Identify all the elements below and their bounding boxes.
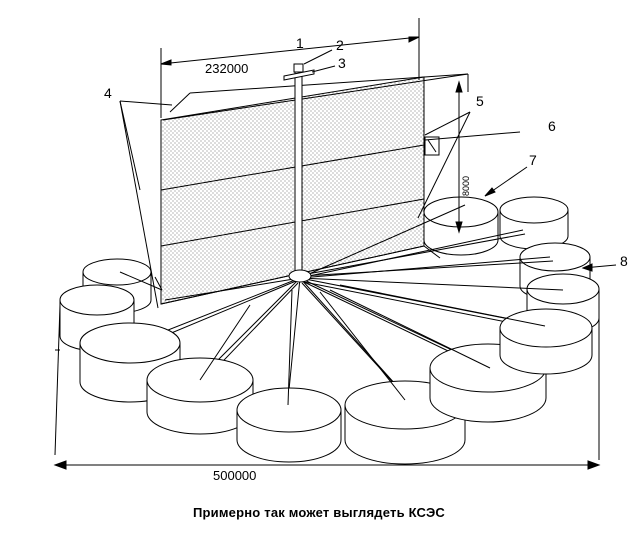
dimension-width (160, 18, 420, 118)
callout-4: 4 (104, 85, 112, 101)
dim-height-label: 8000 (461, 176, 471, 196)
caption: Примерно так может выглядеть КСЭС (192, 505, 445, 520)
dimension-height (455, 80, 463, 234)
callout-6: 6 (548, 118, 556, 134)
float-right-1 (499, 196, 569, 250)
float-right-3b (499, 308, 593, 375)
central-hub (288, 269, 312, 283)
callout-8: 8 (620, 253, 628, 269)
float-center (236, 387, 342, 463)
ring-outline (54, 300, 600, 460)
float-right-7 (423, 196, 499, 256)
dim-width-label: 232000 (205, 61, 248, 76)
callout-leaders (119, 49, 617, 309)
solar-panel (160, 63, 469, 305)
float-ring-front (59, 284, 593, 465)
callout-7: 7 (529, 152, 537, 168)
callout-5: 5 (476, 93, 484, 109)
callout-2: 2 (336, 37, 344, 53)
callout-3: 3 (338, 55, 346, 71)
dimension-base (53, 460, 601, 470)
callout-1: 1 (296, 35, 304, 51)
dim-base-label: 500000 (213, 468, 256, 483)
